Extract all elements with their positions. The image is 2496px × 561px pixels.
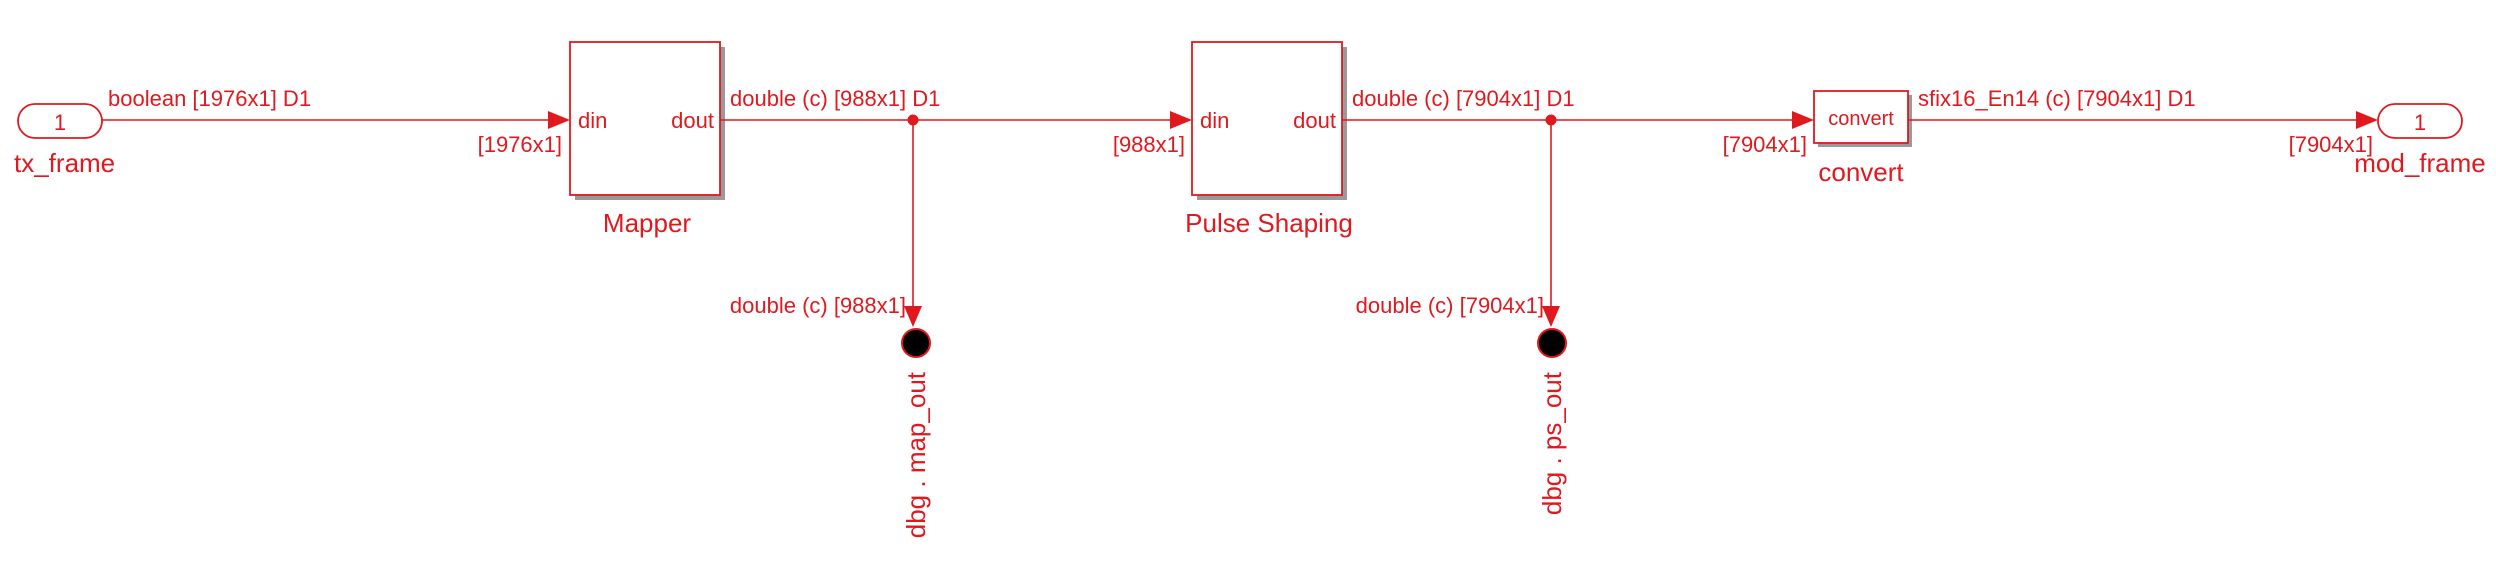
dbg-map-out-type-label: double (c) [988x1] [730,293,906,318]
mapper-name: Mapper [603,208,691,238]
arrow-head-3 [1792,111,1814,129]
convert-name: convert [1818,157,1904,187]
inport-tx-frame[interactable]: 1 [17,103,103,139]
signal-3-type-label: double (c) [7904x1] D1 [1352,86,1575,111]
terminator-ps-out[interactable] [1537,328,1567,358]
convert-inner-label: convert [1828,108,1894,130]
mapper-in-port-label: din [578,108,607,133]
dbg-ps-out-type-label: double (c) [7904x1] [1356,293,1544,318]
dbg-ps-out-name: dbg . ps_out [1537,371,1567,515]
arrow-head-branch-2 [1542,306,1560,327]
outport-number: 1 [2414,110,2426,135]
arrow-head-1 [548,111,570,129]
arrow-head-4 [2356,111,2378,129]
mapper-block[interactable]: din dout [569,41,725,200]
inport-name: tx_frame [14,148,115,178]
signal-1-dim-label: [1976x1] [478,132,562,157]
pulse-shaping-block[interactable]: din dout [1191,41,1347,200]
terminator-map-out[interactable] [901,328,931,358]
signal-2-type-label: double (c) [988x1] D1 [730,86,940,111]
outport-mod-frame[interactable]: 1 [2377,103,2463,139]
pulse-shaping-name: Pulse Shaping [1185,208,1353,238]
pulse-shaping-out-port-label: dout [1293,108,1336,133]
dbg-map-out-name: dbg . map_out [901,371,931,538]
pulse-shaping-in-port-label: din [1200,108,1229,133]
signal-1-type-label: boolean [1976x1] D1 [108,86,311,111]
signal-4-dim-label: [7904x1] [2289,132,2373,157]
inport-number: 1 [54,110,66,135]
outport-name: mod_frame [2354,148,2486,178]
arrow-head-branch-1 [904,306,922,327]
convert-block[interactable]: convert [1813,90,1912,147]
mapper-out-port-label: dout [671,108,714,133]
arrow-head-2 [1170,111,1192,129]
signal-4-type-label: sfix16_En14 (c) [7904x1] D1 [1918,86,2196,111]
signal-3-dim-label: [7904x1] [1723,132,1807,157]
signal-2-dim-label: [988x1] [1113,132,1185,157]
